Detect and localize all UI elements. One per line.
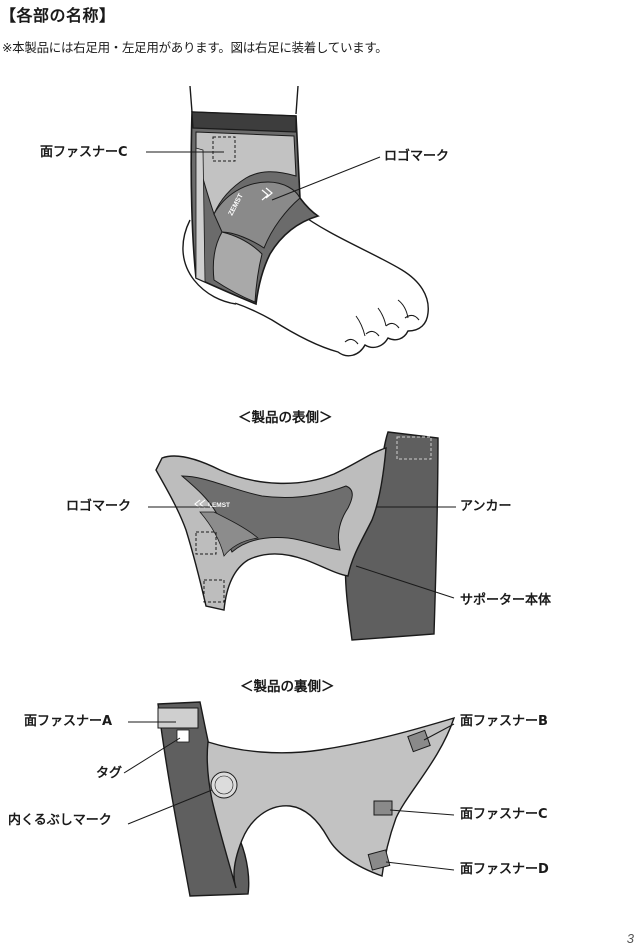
label-fig1-fastener-c: 面ファスナーC bbox=[40, 145, 128, 160]
leg-outline bbox=[189, 85, 299, 115]
front-side-title: ＜製品の表側＞ bbox=[238, 410, 333, 426]
label-fig3-fastener-d: 面ファスナーD bbox=[460, 862, 549, 877]
label-fig3-inner-ankle-mark: 内くるぶしマーク bbox=[8, 813, 112, 828]
section-heading: 【各部の名称】 bbox=[0, 6, 116, 25]
front-logo: LEMST bbox=[208, 502, 230, 509]
foot-outline bbox=[223, 211, 429, 357]
back-supporter-body bbox=[206, 716, 456, 889]
page-number: 3 bbox=[626, 931, 634, 946]
label-fig2-anchor: アンカー bbox=[460, 499, 512, 514]
label-fig3-fastener-c: 面ファスナーC bbox=[460, 807, 548, 822]
label-fig3-fastener-b: 面ファスナーB bbox=[460, 714, 548, 729]
label-fig2-logo-mark: ロゴマーク bbox=[66, 499, 132, 514]
label-fig3-fastener-a: 面ファスナーA bbox=[24, 714, 113, 729]
back-side-title: ＜製品の裏側＞ bbox=[240, 679, 335, 695]
label-fig1-logo-mark: ロゴマーク bbox=[384, 149, 450, 164]
label-fig2-supporter-body: サポーター本体 bbox=[460, 593, 552, 608]
usage-note: ※本製品には右足用・左足用があります。図は右足に装着しています。 bbox=[2, 40, 388, 55]
label-fig3-tag: タグ bbox=[96, 766, 123, 781]
